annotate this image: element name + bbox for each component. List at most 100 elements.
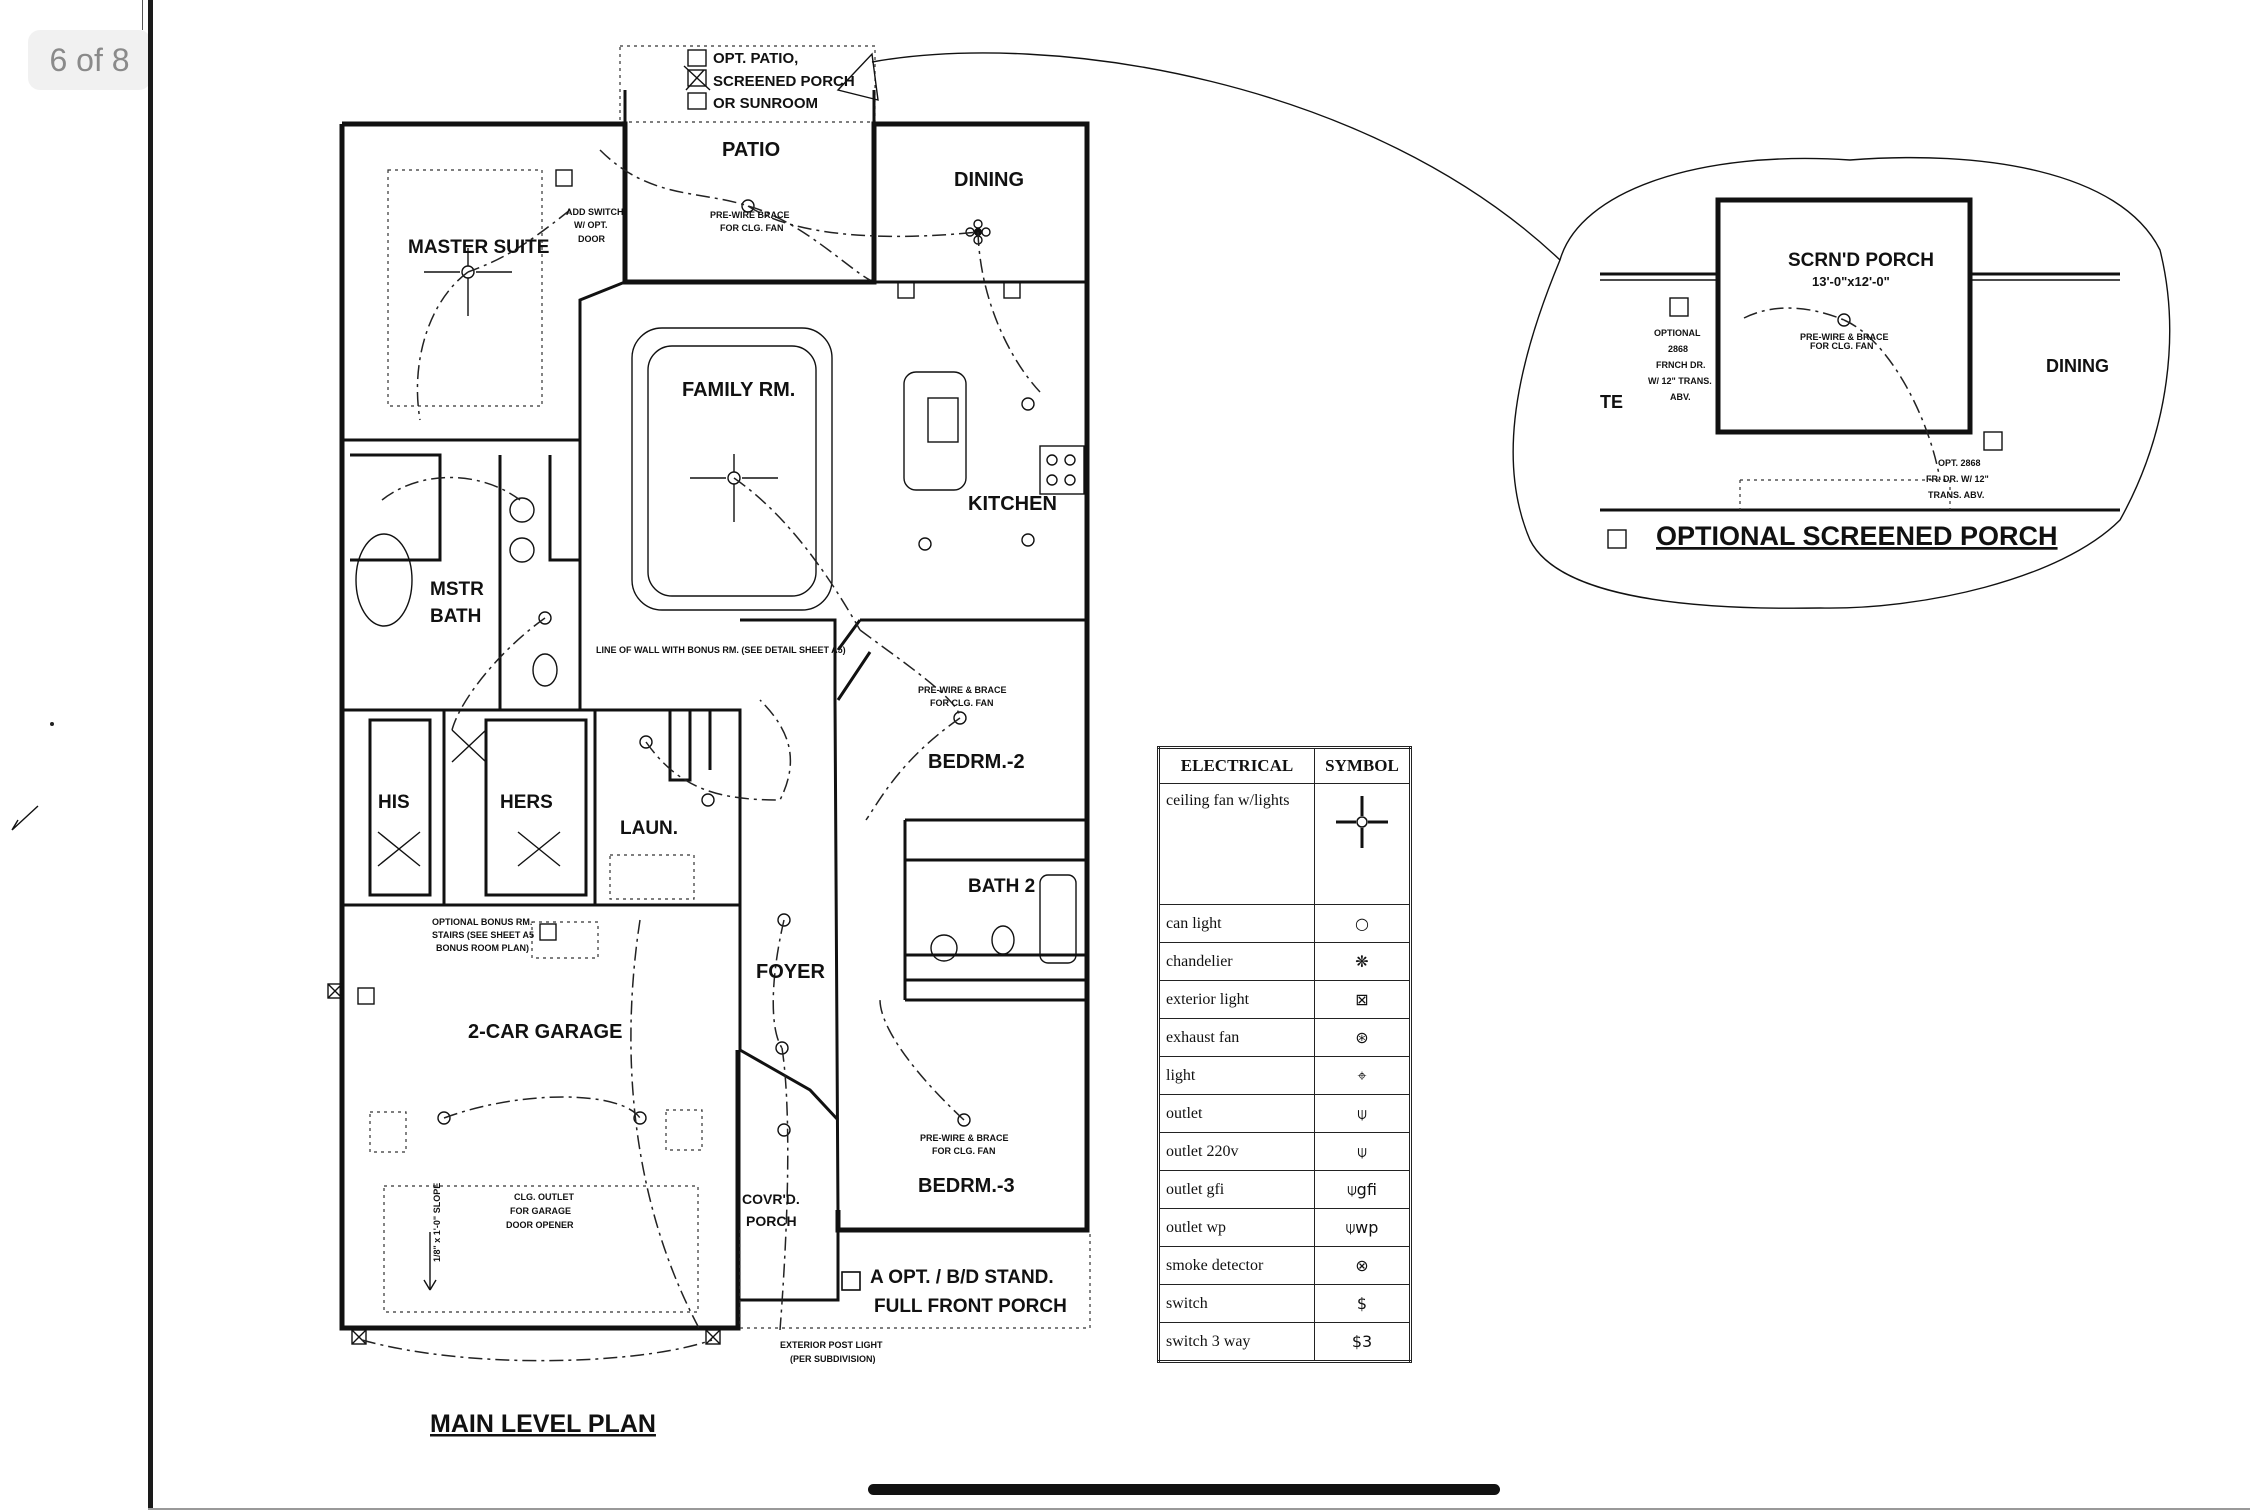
detail-opt-left-4: W/ 12" TRANS. bbox=[1648, 376, 1712, 386]
room-bedrm3: BEDRM.-3 bbox=[918, 1175, 1015, 1197]
note-add-switch-2: W/ OPT. bbox=[574, 220, 608, 230]
checkbox-front-porch[interactable] bbox=[841, 1271, 861, 1291]
can-light-icon: ○ bbox=[1314, 904, 1411, 943]
switch-wiring bbox=[361, 149, 1041, 1362]
room-bath: BATH bbox=[430, 606, 481, 627]
ceiling-fan-icon bbox=[424, 248, 778, 522]
note-prewire-bed3-2: FOR CLG. FAN bbox=[932, 1146, 996, 1156]
garage-door-outline bbox=[383, 1185, 699, 1313]
legend-item-name: smoke detector bbox=[1158, 1246, 1315, 1285]
detail-opt-right-2: FR. DR. W/ 12" bbox=[1926, 474, 1989, 484]
detail-opt-left-3: FRNCH DR. bbox=[1656, 360, 1706, 370]
note-slope: 1/8" x 1'-0" SLOPE bbox=[432, 1183, 442, 1262]
legend-item-name: outlet bbox=[1158, 1094, 1315, 1133]
note-add-switch-3: DOOR bbox=[578, 234, 606, 244]
tray-ceiling-inner bbox=[647, 345, 817, 597]
bath2-tub bbox=[1039, 874, 1077, 964]
room-foyer: FOYER bbox=[756, 961, 825, 983]
detail-porch-walls bbox=[1600, 197, 2120, 512]
opt-patio-label: OPT. PATIO, bbox=[713, 50, 798, 67]
sunroom-label: OR SUNROOM bbox=[713, 95, 818, 112]
chandelier-icon: ❋ bbox=[1314, 942, 1411, 981]
legend-row: exterior light⊠ bbox=[1158, 980, 1411, 1019]
legend-item-name: can light bbox=[1158, 904, 1315, 943]
outlet-gfi-icon: ⍦gfi bbox=[1314, 1170, 1411, 1209]
legend-item-name: switch 3 way bbox=[1158, 1322, 1315, 1362]
removed-light-marks bbox=[377, 729, 561, 867]
detail-prewire-2: FOR CLG. FAN bbox=[1810, 341, 1874, 351]
legend-item-name: exhaust fan bbox=[1158, 1018, 1315, 1057]
front-porch-outline bbox=[739, 1230, 1091, 1329]
detail-te: TE bbox=[1600, 392, 1623, 412]
detail-opt-left: OPTIONAL bbox=[1654, 328, 1701, 338]
legend-item-name: ceiling fan w/lights bbox=[1158, 783, 1315, 905]
checkbox-screened-porch[interactable] bbox=[687, 69, 707, 87]
checkbox-opt-patio[interactable] bbox=[687, 49, 707, 67]
screened-porch-label: SCREENED PORCH bbox=[713, 73, 855, 90]
legend-item-name: switch bbox=[1158, 1284, 1315, 1323]
switch-3-way-icon: $3 bbox=[1314, 1322, 1411, 1362]
toilet bbox=[532, 653, 558, 687]
check-mark-icon bbox=[683, 65, 711, 91]
detail-title: SCRN'D PORCH bbox=[1788, 250, 1934, 271]
note-bonus-stairs-3: BONUS ROOM PLAN) bbox=[436, 943, 529, 953]
note-garage-outlet: CLG. OUTLET bbox=[514, 1192, 574, 1202]
legend-item-name: outlet 220v bbox=[1158, 1132, 1315, 1171]
margin-mark bbox=[11, 805, 39, 831]
detail-dining: DINING bbox=[2046, 356, 2109, 376]
legend-header-electrical: ELECTRICAL bbox=[1158, 747, 1315, 784]
note-prewire-bed2: PRE-WIRE & BRACE bbox=[918, 685, 1007, 695]
legend-row: smoke detector⊗ bbox=[1158, 1246, 1411, 1285]
ceiling-fan-icon bbox=[1336, 796, 1388, 848]
detail-fan-icon bbox=[1837, 313, 1851, 327]
note-post-light-2: (PER SUBDIVISION) bbox=[790, 1354, 876, 1364]
room-family: FAMILY RM. bbox=[682, 379, 795, 401]
note-line-of-wall: LINE OF WALL WITH BONUS RM. (SEE DETAIL … bbox=[596, 645, 846, 655]
room-master-suite: MASTER SUITE bbox=[408, 237, 549, 258]
note-bonus-stairs: OPTIONAL BONUS RM. bbox=[432, 917, 532, 927]
detail-opt-left-5: ABV. bbox=[1670, 392, 1691, 402]
detail-prewire: PRE-WIRE & BRACE bbox=[1800, 332, 1889, 342]
detail-size: 13'-0"x12'-0" bbox=[1812, 274, 1890, 289]
note-bonus-stairs-2: STAIRS (SEE SHEET A5 bbox=[432, 930, 534, 940]
room-bedrm2: BEDRM.-2 bbox=[928, 751, 1025, 773]
callout-curve bbox=[871, 52, 1561, 261]
note-add-switch: ADD SWITCH bbox=[566, 207, 624, 217]
arrow-icon bbox=[836, 52, 879, 101]
note-garage-outlet-2: FOR GARAGE bbox=[510, 1206, 571, 1216]
legend-header-symbol: SYMBOL bbox=[1314, 747, 1411, 784]
detail-caption: OPTIONAL SCREENED PORCH bbox=[1656, 521, 2058, 551]
toilet bbox=[991, 925, 1015, 955]
switch-icon: $ bbox=[1314, 1284, 1411, 1323]
legend-row: outlet gfi⍦gfi bbox=[1158, 1170, 1411, 1209]
detail-wiring bbox=[1743, 307, 1941, 481]
detail-opt-right: OPT. 2868 bbox=[1938, 458, 1981, 468]
note-prewire-patio-2: FOR CLG. FAN bbox=[720, 223, 784, 233]
note-garage-outlet-3: DOOR OPENER bbox=[506, 1220, 574, 1230]
legend-item-name: light bbox=[1158, 1056, 1315, 1095]
legend-row: outlet wp⍦wp bbox=[1158, 1208, 1411, 1247]
room-patio: PATIO bbox=[722, 139, 780, 161]
room-bath2: BATH 2 bbox=[968, 876, 1035, 897]
outlet-220v-icon: ⍦ bbox=[1314, 1132, 1411, 1171]
legend-row: switch 3 way$3 bbox=[1158, 1322, 1411, 1362]
detail-exterior-light-icon bbox=[1669, 297, 1689, 317]
sink bbox=[509, 497, 535, 523]
legend-row: switch$ bbox=[1158, 1284, 1411, 1323]
outlet-wp-icon: ⍦wp bbox=[1314, 1208, 1411, 1247]
master-tray-ceiling bbox=[387, 169, 543, 407]
checkbox-or-sunroom[interactable] bbox=[687, 92, 707, 110]
light-icon bbox=[437, 199, 1035, 1137]
sink bbox=[509, 537, 535, 563]
room-kitchen: KITCHEN bbox=[968, 493, 1057, 515]
page-edge-rule bbox=[148, 0, 153, 1510]
legend-item-name: outlet gfi bbox=[1158, 1170, 1315, 1209]
legend-item-name: exterior light bbox=[1158, 980, 1315, 1019]
room-mstr: MSTR bbox=[430, 579, 484, 600]
home-indicator[interactable] bbox=[868, 1484, 1500, 1495]
detail-opt-right-3: TRANS. ABV. bbox=[1928, 490, 1984, 500]
checkbox-optional-screened-porch[interactable] bbox=[1607, 529, 1627, 549]
light-icon: ⌖ bbox=[1314, 1056, 1411, 1095]
main-level-title: MAIN LEVEL PLAN bbox=[430, 1410, 656, 1438]
legend-row: chandelier❋ bbox=[1158, 942, 1411, 981]
